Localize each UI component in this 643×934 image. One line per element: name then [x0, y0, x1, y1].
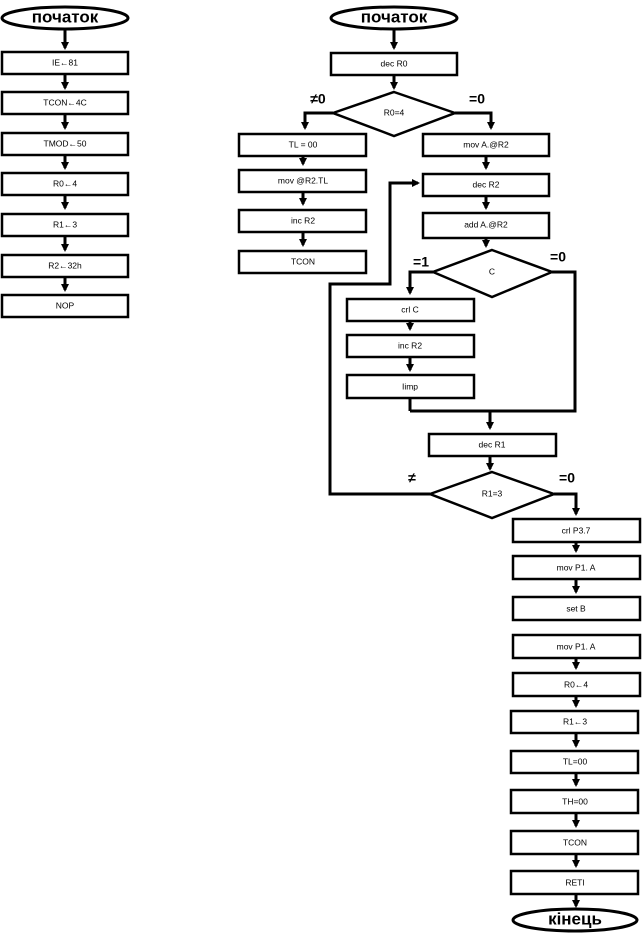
- step-r1-3-text: R1←3: [563, 716, 587, 726]
- step-r1-3: R1←3: [509, 709, 640, 735]
- step-mov-p1-a-2: mov P1. A: [511, 633, 642, 660]
- left-step-tmod-text: TMOD←50: [44, 138, 87, 148]
- left-step-r1: R1←3: [0, 212, 130, 238]
- left-start-text: початок: [32, 7, 99, 26]
- step-tcon-b-text: TCON: [563, 837, 587, 847]
- step-crl-c-text: crl C: [401, 304, 418, 314]
- left-step-r1-text: R1←3: [53, 219, 77, 229]
- step-inc-r2-b: inc R2: [345, 333, 476, 359]
- step-dec-r0: dec R0: [329, 51, 459, 77]
- step-r0-4: R0←4: [511, 671, 642, 698]
- step-mov-a-r2-text: mov A.@R2: [463, 139, 509, 149]
- right-start-text: початок: [361, 7, 428, 26]
- step-th-00: TH=00: [509, 788, 640, 815]
- left-flowchart: початок IE←81 TCON←4C TMOD←50 R0←4 R1←3 …: [0, 5, 130, 319]
- end-terminal: кінець: [511, 907, 639, 933]
- step-tl-00-text: TL = 00: [289, 139, 318, 149]
- step-crl-p37-text: crl P3.7: [562, 525, 591, 535]
- step-mov-a-r2: mov A.@R2: [421, 132, 551, 158]
- step-dec-r2-text: dec R2: [473, 179, 500, 189]
- step-mov-p1-a-1: mov P1. A: [511, 554, 642, 581]
- label-eq0-r0: =0: [469, 91, 485, 107]
- step-crl-p37: crl P3.7: [511, 517, 642, 544]
- left-step-r0-text: R0←4: [53, 178, 77, 188]
- left-step-nop-text: NOP: [56, 300, 75, 310]
- step-add-a-r2: add A.@R2: [421, 211, 551, 240]
- decision-r1: R1=3: [426, 470, 558, 520]
- right-flowchart: початок dec R0 R0=4 ≠0 =0 TL = 00 mov @R…: [237, 5, 642, 933]
- step-mov-p1-a-1-text: mov P1. A: [557, 562, 596, 572]
- left-step-ie: IE←81: [0, 50, 130, 76]
- label-eq1: =1: [413, 254, 429, 270]
- step-tcon-b: TCON: [509, 829, 640, 856]
- step-dec-r0-text: dec R0: [381, 58, 408, 68]
- left-step-ie-text: IE←81: [52, 57, 78, 67]
- step-add-a-r2-text: add A.@R2: [464, 219, 508, 229]
- right-start-terminal: початок: [329, 5, 459, 31]
- left-step-r2: R2←32h: [0, 253, 130, 279]
- step-iimp-text: Iimp: [402, 381, 418, 391]
- step-reti: RETI: [509, 869, 640, 896]
- left-start-terminal: початок: [0, 5, 130, 31]
- left-step-tmod: TMOD←50: [0, 131, 130, 157]
- end-text: кінець: [548, 909, 602, 928]
- left-step-tcon-text: TCON←4C: [43, 97, 86, 107]
- decision-r0-text: R0=4: [384, 107, 405, 117]
- step-tl-00-b: TL=00: [509, 749, 640, 775]
- step-inc-r2-b-text: inc R2: [398, 340, 422, 350]
- step-r0-4-text: R0←4: [564, 679, 588, 689]
- step-set-b: set B: [511, 595, 642, 622]
- step-tcon-a-text: TCON: [291, 256, 315, 266]
- step-mov-p1-a-2-text: mov P1. A: [557, 641, 596, 651]
- right-connectors: [299, 28, 580, 908]
- label-ne: ≠: [408, 470, 416, 486]
- step-dec-r2: dec R2: [421, 172, 551, 198]
- decision-c-text: C: [489, 266, 495, 276]
- step-tl-00-b-text: TL=00: [563, 756, 588, 766]
- left-step-r0: R0←4: [0, 171, 130, 197]
- label-ne0: ≠0: [310, 91, 326, 107]
- step-mov-r2-tl-text: mov @R2.TL: [278, 175, 328, 185]
- decision-r0: R0=4: [329, 90, 459, 138]
- step-th-00-text: TH=00: [562, 796, 588, 806]
- step-inc-r2-a: inc R2: [237, 208, 368, 234]
- label-eq0-r1: =0: [559, 470, 575, 486]
- label-eq0-c: =0: [550, 249, 566, 265]
- step-tcon-a: TCON: [237, 249, 368, 275]
- step-reti-text: RETI: [565, 877, 584, 887]
- step-inc-r2-a-text: inc R2: [291, 215, 315, 225]
- left-step-r2-text: R2←32h: [48, 260, 82, 270]
- decision-c: C: [429, 248, 556, 299]
- left-step-nop: NOP: [0, 293, 130, 319]
- step-mov-r2-tl: mov @R2.TL: [237, 168, 368, 194]
- step-tl-00: TL = 00: [237, 132, 368, 158]
- step-iimp: Iimp: [345, 373, 476, 400]
- step-crl-c: crl C: [345, 297, 476, 323]
- decision-r1-text: R1=3: [482, 488, 503, 498]
- left-step-tcon: TCON←4C: [0, 90, 130, 116]
- step-set-b-text: set B: [566, 603, 586, 613]
- step-dec-r1: dec R1: [427, 432, 558, 458]
- step-dec-r1-text: dec R1: [479, 439, 506, 449]
